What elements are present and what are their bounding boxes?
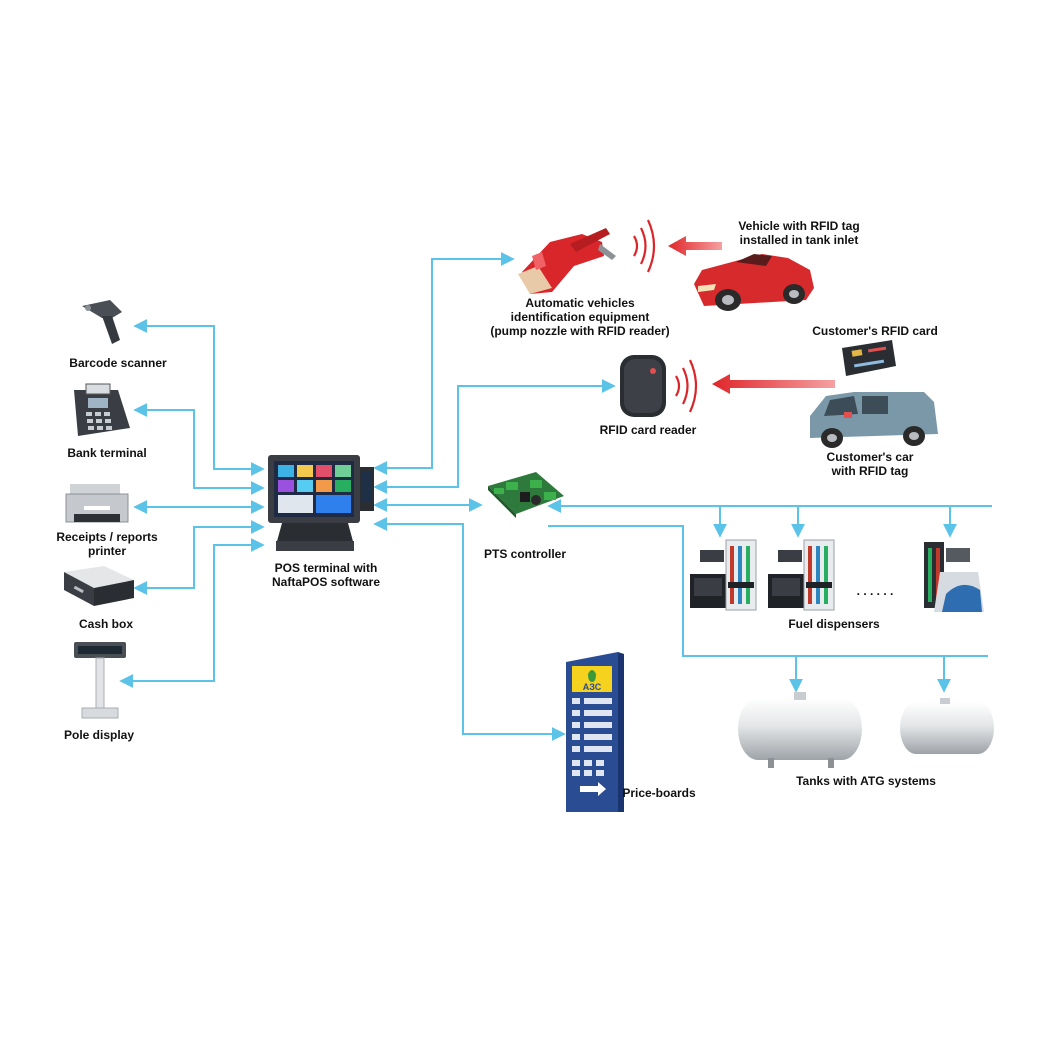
reader-rfid-waves <box>675 359 698 413</box>
cash-box-icon <box>64 566 134 606</box>
fuel-dispenser-icon <box>768 539 835 611</box>
label-auto-vehicle-equipment: Automatic vehicles identification equipm… <box>470 296 690 338</box>
label-line: Customer's RFID card <box>812 324 938 338</box>
label-line: Bank terminal <box>67 446 147 460</box>
label-line: NaftaPOS software <box>271 575 381 589</box>
storage-tank-icon <box>900 698 994 754</box>
label-line: Automatic vehicles <box>525 296 635 310</box>
label-line: Fuel dispensers <box>788 617 880 631</box>
label-line: printer <box>87 544 126 558</box>
pos-terminal-icon <box>268 455 374 551</box>
label-line: . . . . . . <box>856 584 894 598</box>
label-line: Receipts / reports <box>56 530 158 544</box>
label-line: RFID card reader <box>599 423 697 437</box>
label-line: (pump nozzle with RFID reader) <box>490 324 670 338</box>
rfid-card-reader-icon <box>620 355 666 417</box>
link-bank-terminal <box>133 403 265 495</box>
connector-lines <box>119 252 992 741</box>
link-tanks-bus <box>548 525 988 657</box>
price-board-icon: АЗС <box>566 652 624 812</box>
label-line: Price-boards <box>622 786 696 800</box>
link-pump-nozzle <box>373 252 515 475</box>
blue-van-icon <box>810 392 938 448</box>
pump-nozzle-rfid-icon <box>518 228 616 294</box>
label-dispenser-ellipsis: . . . . . . <box>840 584 910 598</box>
receipt-printer-icon <box>65 484 129 523</box>
label-price-boards: Price-boards <box>614 786 704 800</box>
pole-display-icon <box>74 642 126 719</box>
link-pole-display <box>119 538 265 688</box>
label-line: Tanks with ATG systems <box>796 774 936 788</box>
label-line: POS terminal with <box>274 561 378 575</box>
fuel-dispenser-icon <box>924 542 984 612</box>
rfid-card-icon <box>842 340 896 376</box>
label-line: installed in tank inlet <box>739 233 859 247</box>
label-customer-rfid-card: Customer's RFID card <box>800 324 950 338</box>
red-convertible-car-icon <box>694 254 814 311</box>
label-line: Vehicle with RFID tag <box>738 219 860 233</box>
link-rfid-reader <box>373 379 616 494</box>
label-fuel-dispensers: Fuel dispensers <box>774 617 894 631</box>
label-pos-terminal: POS terminal with NaftaPOS software <box>256 561 396 589</box>
label-line: with RFID tag <box>831 464 909 478</box>
label-receipts-printer: Receipts / reports printer <box>42 530 172 558</box>
label-line: identification equipment <box>510 310 650 324</box>
label-line: Pole display <box>63 728 135 742</box>
label-barcode-scanner: Barcode scanner <box>58 356 178 370</box>
label-line: Customer's car <box>826 450 914 464</box>
red-arrow-car <box>712 374 835 394</box>
rfid-signal-arrows <box>668 236 835 394</box>
label-pole-display: Pole display <box>44 728 154 742</box>
label-line: Cash box <box>78 617 133 631</box>
bank-terminal-icon <box>74 383 130 436</box>
pts-controller-board-icon <box>488 472 564 518</box>
label-pts-controller: PTS controller <box>470 547 580 561</box>
label-customer-car: Customer's car with RFID tag <box>810 450 930 478</box>
barcode-scanner-icon <box>82 300 122 344</box>
link-price-boards <box>373 517 566 741</box>
label-rfid-card-reader: RFID card reader <box>588 423 708 437</box>
label-cash-box: Cash box <box>56 617 156 631</box>
nozzle-rfid-waves <box>633 219 656 273</box>
label-line: Barcode scanner <box>69 356 167 370</box>
fuel-dispenser-icon <box>690 539 757 611</box>
label-vehicle-rfid-tag: Vehicle with RFID tag installed in tank … <box>724 219 874 247</box>
label-bank-terminal: Bank terminal <box>52 446 162 460</box>
label-tanks: Tanks with ATG systems <box>786 774 946 788</box>
storage-tank-icon <box>738 692 862 768</box>
red-arrow-vehicle <box>668 236 722 256</box>
price-board-logo: АЗС <box>583 682 602 692</box>
label-line: PTS controller <box>483 547 566 561</box>
